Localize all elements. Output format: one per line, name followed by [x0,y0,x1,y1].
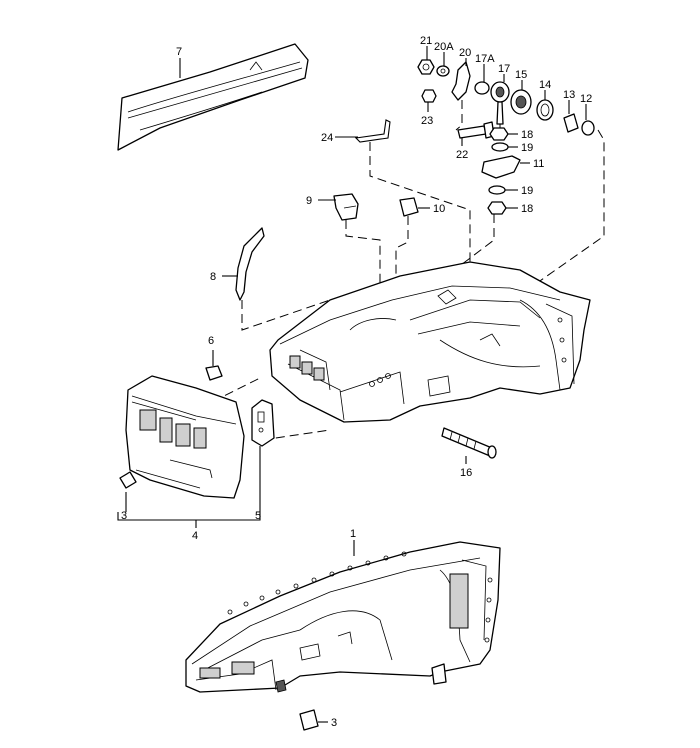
part-22-bolt [457,121,495,139]
callout-20a: 20A [434,41,454,53]
callout-12: 12 [580,93,592,105]
callout-1: 1 [350,528,356,540]
part-18-nut-lower [487,201,507,215]
front-body-structure [269,261,591,423]
part-10-clip [399,197,419,217]
callout-4: 4 [192,530,198,542]
hardware-group [417,59,595,215]
part-20a-washer [436,65,450,77]
callout-3-left: 3 [121,510,127,522]
part-3-clip-bottom [299,709,319,731]
callout-8: 8 [210,271,216,283]
callout-20: 20 [459,47,471,59]
part-6-clip [205,350,223,381]
part-18-nut-upper [489,127,509,141]
part-5-bracket [251,399,275,447]
part-17a-washer [474,81,490,95]
part-14-ring [536,99,554,121]
callout-17a: 17A [475,53,495,65]
callout-22: 22 [456,149,468,161]
callout-24: 24 [321,132,333,144]
part-15-bushing [510,89,532,115]
part-20-bracket [451,61,471,101]
callout-14: 14 [539,79,551,91]
callout-16: 16 [460,467,472,479]
part-1-body-shell [185,540,501,693]
callout-19-lower: 19 [521,185,533,197]
callout-13: 13 [563,89,575,101]
callout-18-lower: 18 [521,203,533,215]
callout-15: 15 [515,69,527,81]
part-9-bracket [333,193,359,221]
part-8-bracket [235,227,265,301]
part-7-heat-shield [117,43,309,151]
part-13-sleeve [563,113,579,133]
group-4-bracket-line [117,512,261,528]
part-3-clip-left [119,471,137,489]
leader-lines [125,46,587,723]
callout-5: 5 [255,510,261,522]
part-19-washer-lower [488,185,506,195]
callout-7: 7 [176,46,182,58]
part-12-cap [581,120,595,136]
part-24-wire-clip [354,119,391,143]
front-panel-assembly [125,375,245,499]
callout-17: 17 [498,63,510,75]
callout-19-upper: 19 [521,142,533,154]
part-23-nut [421,89,437,103]
callout-21: 21 [420,35,432,47]
part-11-bracket [481,155,521,179]
part-21-nut [417,59,435,75]
callout-10: 10 [433,203,445,215]
callout-9: 9 [306,195,312,207]
part-16-stud [441,427,497,459]
callout-3-bottom: 3 [331,717,337,729]
callout-18-upper: 18 [521,129,533,141]
part-17-rod-end [490,81,510,125]
callout-23: 23 [421,115,433,127]
callout-6: 6 [208,335,214,347]
part-19-washer-upper [491,142,509,152]
callout-11: 11 [533,158,544,170]
callout-labels: 7 21 20A 20 17A 17 15 14 13 12 23 24 18 … [121,35,592,729]
